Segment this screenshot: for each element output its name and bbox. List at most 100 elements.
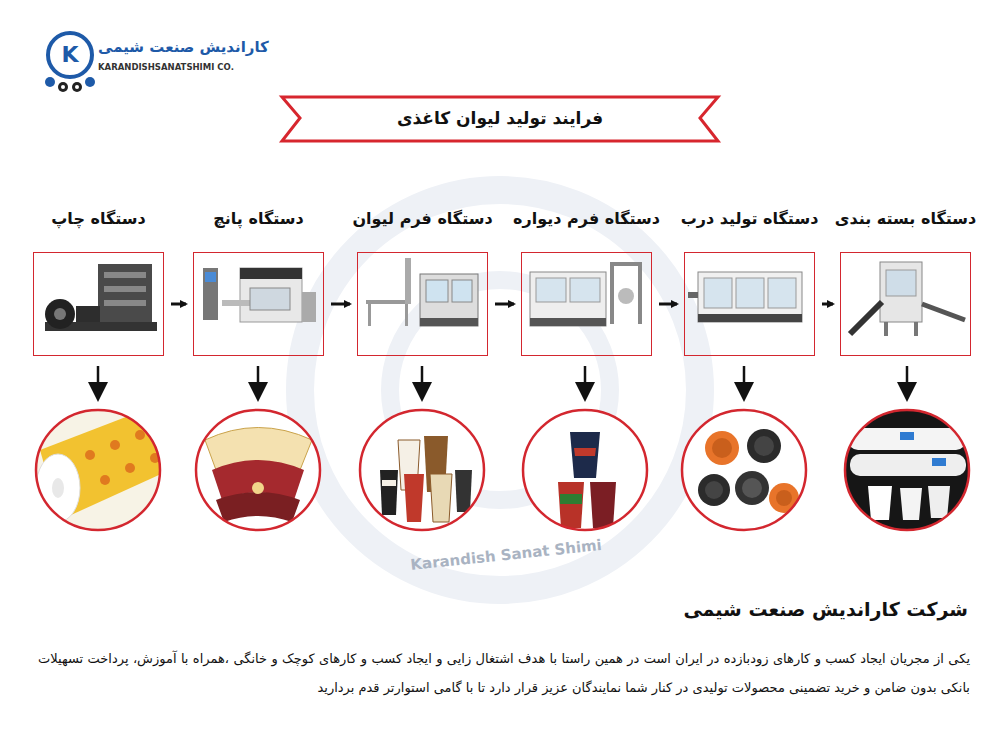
description-paragraph: یکی از مجریان ایجاد کسب و کارهای زودبازد… [38, 644, 970, 702]
printing-machine [45, 299, 75, 329]
cup-forming-machine [366, 300, 410, 304]
packed-cups-photo [840, 405, 980, 535]
punch-machine [250, 288, 290, 310]
product-circles [196, 410, 320, 530]
cup-forming-machine [405, 304, 408, 326]
watermark-logo [300, 190, 700, 590]
packing-machine [880, 262, 922, 322]
lid-machine [736, 278, 764, 308]
packed-cups-photo [840, 405, 980, 535]
printing-machine [45, 264, 157, 331]
cup-forming-machine [452, 280, 472, 302]
lid-machine [688, 292, 698, 298]
wall-forming-machine [610, 262, 642, 266]
printing-machine [54, 308, 66, 320]
machine-label: دستگاه پانچ [213, 209, 303, 228]
lids-photo [712, 438, 732, 458]
company-name-latin: KARANDISHSANATSHIMI CO. [98, 62, 234, 72]
title-text: فرایند تولید لیوان کاغذی [300, 105, 700, 131]
machine-box: دستگاه بسته بندی [840, 252, 971, 356]
cup-blanks-photo [252, 482, 264, 494]
punch-machine [222, 300, 250, 306]
lids-photo [705, 481, 723, 499]
paper-roll-photo [30, 400, 170, 535]
printing-machine [76, 306, 100, 322]
lid-machine [698, 272, 802, 322]
paper-roll-photo [125, 463, 135, 473]
machine-label: دستگاه بسته بندی [835, 209, 976, 228]
cups-photo [590, 482, 616, 528]
cups-photo [574, 448, 596, 456]
packed-cups-photo [900, 488, 922, 520]
company-logo [45, 77, 55, 87]
cups-photo [404, 474, 424, 522]
machine-box: دستگاه پانچ [193, 252, 324, 356]
cups-photo [355, 405, 495, 535]
product-circles [36, 410, 969, 530]
machine-box: دستگاه فرم دیواره [521, 252, 652, 356]
punch-machine [240, 268, 302, 279]
wall-forming-machine [530, 272, 606, 326]
cup-blanks-photo [216, 492, 300, 522]
flow-arrow [171, 303, 186, 306]
wall-forming-machine [638, 262, 642, 324]
lids-photo [680, 405, 820, 535]
printing-machine [98, 264, 152, 322]
wall-forming-machine [530, 262, 642, 326]
packed-cups-photo [928, 486, 950, 518]
punch-machine [203, 268, 316, 322]
cups-photo [355, 405, 495, 535]
down-arrows [257, 366, 260, 392]
company-logo [45, 33, 95, 92]
lids-photo [705, 431, 739, 465]
title-banner [282, 97, 718, 141]
packing-machine [850, 262, 965, 336]
cups-photo [560, 494, 582, 504]
cups-photo [430, 474, 452, 522]
cups-photo [382, 480, 396, 486]
machine-box: دستگاه چاپ [33, 252, 164, 356]
machine-label: دستگاه فرم لیوان [352, 209, 492, 228]
down-arrows [98, 366, 907, 392]
cup-forming-machine [366, 258, 478, 326]
company-logo [61, 85, 65, 89]
cups-photo [570, 432, 600, 478]
cups-photo [518, 405, 658, 535]
machine-box: دستگاه تولید درب [684, 252, 815, 356]
paper-roll-photo [110, 440, 120, 450]
company-name: کاراندیش صنعت شیمی [98, 38, 269, 56]
punch-machine [302, 292, 316, 322]
down-arrows [421, 366, 424, 392]
product-circles [360, 410, 484, 530]
punch-machine [240, 268, 302, 322]
printing-machine [104, 300, 146, 306]
wall-forming-machine [530, 318, 606, 326]
down-arrows [97, 366, 100, 392]
paper-roll-photo [135, 430, 145, 440]
lids-photo [742, 478, 762, 498]
cup-forming-machine [420, 274, 478, 326]
company-logo [75, 85, 79, 89]
product-circles [36, 410, 160, 530]
product-circles [682, 410, 806, 530]
wall-forming-machine [610, 262, 614, 324]
packed-cups-photo [900, 432, 914, 440]
cup-blanks-photo [190, 405, 330, 535]
lid-machine [688, 272, 802, 322]
paper-roll-photo [85, 450, 95, 460]
packing-machine [884, 322, 888, 336]
packed-cups-photo [932, 458, 946, 466]
lids-photo [776, 490, 792, 506]
lid-machine [768, 278, 796, 308]
product-circles [523, 410, 647, 530]
cups-photo [518, 405, 658, 535]
lids-photo [735, 471, 769, 505]
company-logo [58, 82, 68, 92]
cup-forming-machine [420, 318, 478, 326]
packing-machine [914, 322, 918, 336]
packing-machine [850, 302, 882, 334]
section-heading: شرکت کاراندیش صنعت شیمی [683, 598, 968, 620]
flow-arrow [495, 303, 514, 306]
down-arrows [743, 366, 746, 392]
